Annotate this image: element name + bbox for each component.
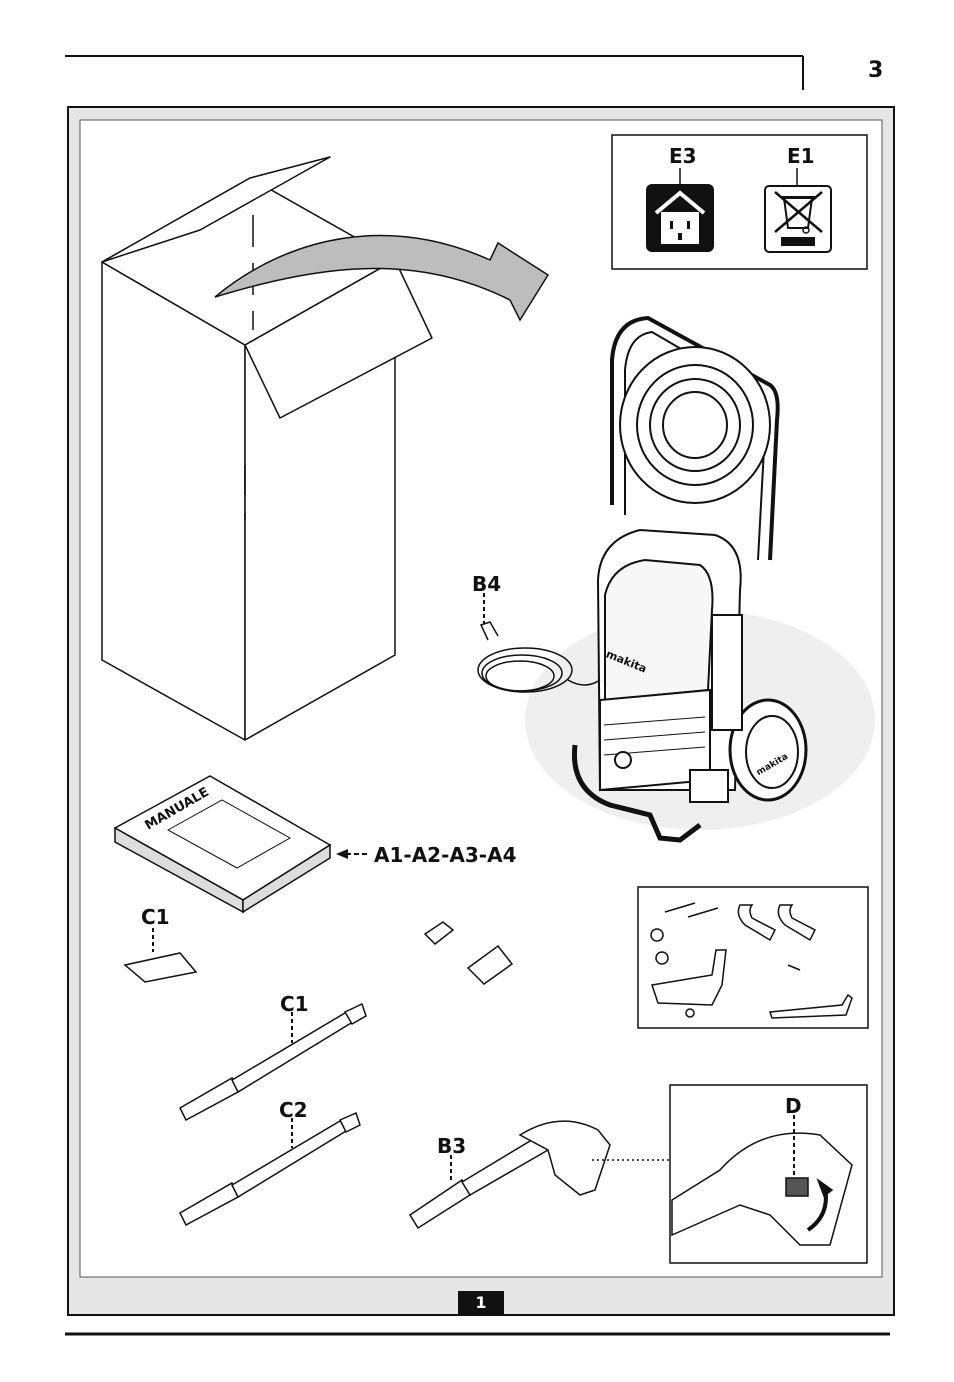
label-d: D xyxy=(785,1094,802,1118)
label-c2: C2 xyxy=(279,1098,308,1122)
lance-c2-illustration xyxy=(179,1111,361,1227)
parts-bag-illustration xyxy=(123,952,198,983)
label-c1-bag: C1 xyxy=(141,905,170,929)
label-b4: B4 xyxy=(472,572,502,596)
box-illustration xyxy=(101,156,433,741)
label-e3: E3 xyxy=(669,144,697,168)
header-rule xyxy=(65,55,804,90)
label-c1-lance: C1 xyxy=(280,992,309,1016)
accessory-kit-illustration xyxy=(650,902,853,1019)
pressure-washer-illustration xyxy=(525,315,875,843)
lance-c1-illustration xyxy=(179,1002,367,1122)
accessory-kit-box xyxy=(637,886,869,1029)
label-b3: B3 xyxy=(437,1134,467,1158)
trigger-lock-detail-illustration xyxy=(671,1132,853,1246)
nozzle-adapters-illustration xyxy=(423,921,514,985)
arrow-icon xyxy=(214,234,550,322)
power-cord-illustration xyxy=(477,621,601,693)
label-a1-a4: A1-A2-A3-A4 xyxy=(374,843,517,867)
crossed-bin-icon xyxy=(764,185,832,253)
spray-gun-b3-illustration xyxy=(408,1120,611,1230)
house-socket-icon xyxy=(646,184,714,252)
label-e1: E1 xyxy=(787,144,815,168)
figure-number: 1 xyxy=(458,1291,504,1314)
page-number: 3 xyxy=(868,58,884,83)
